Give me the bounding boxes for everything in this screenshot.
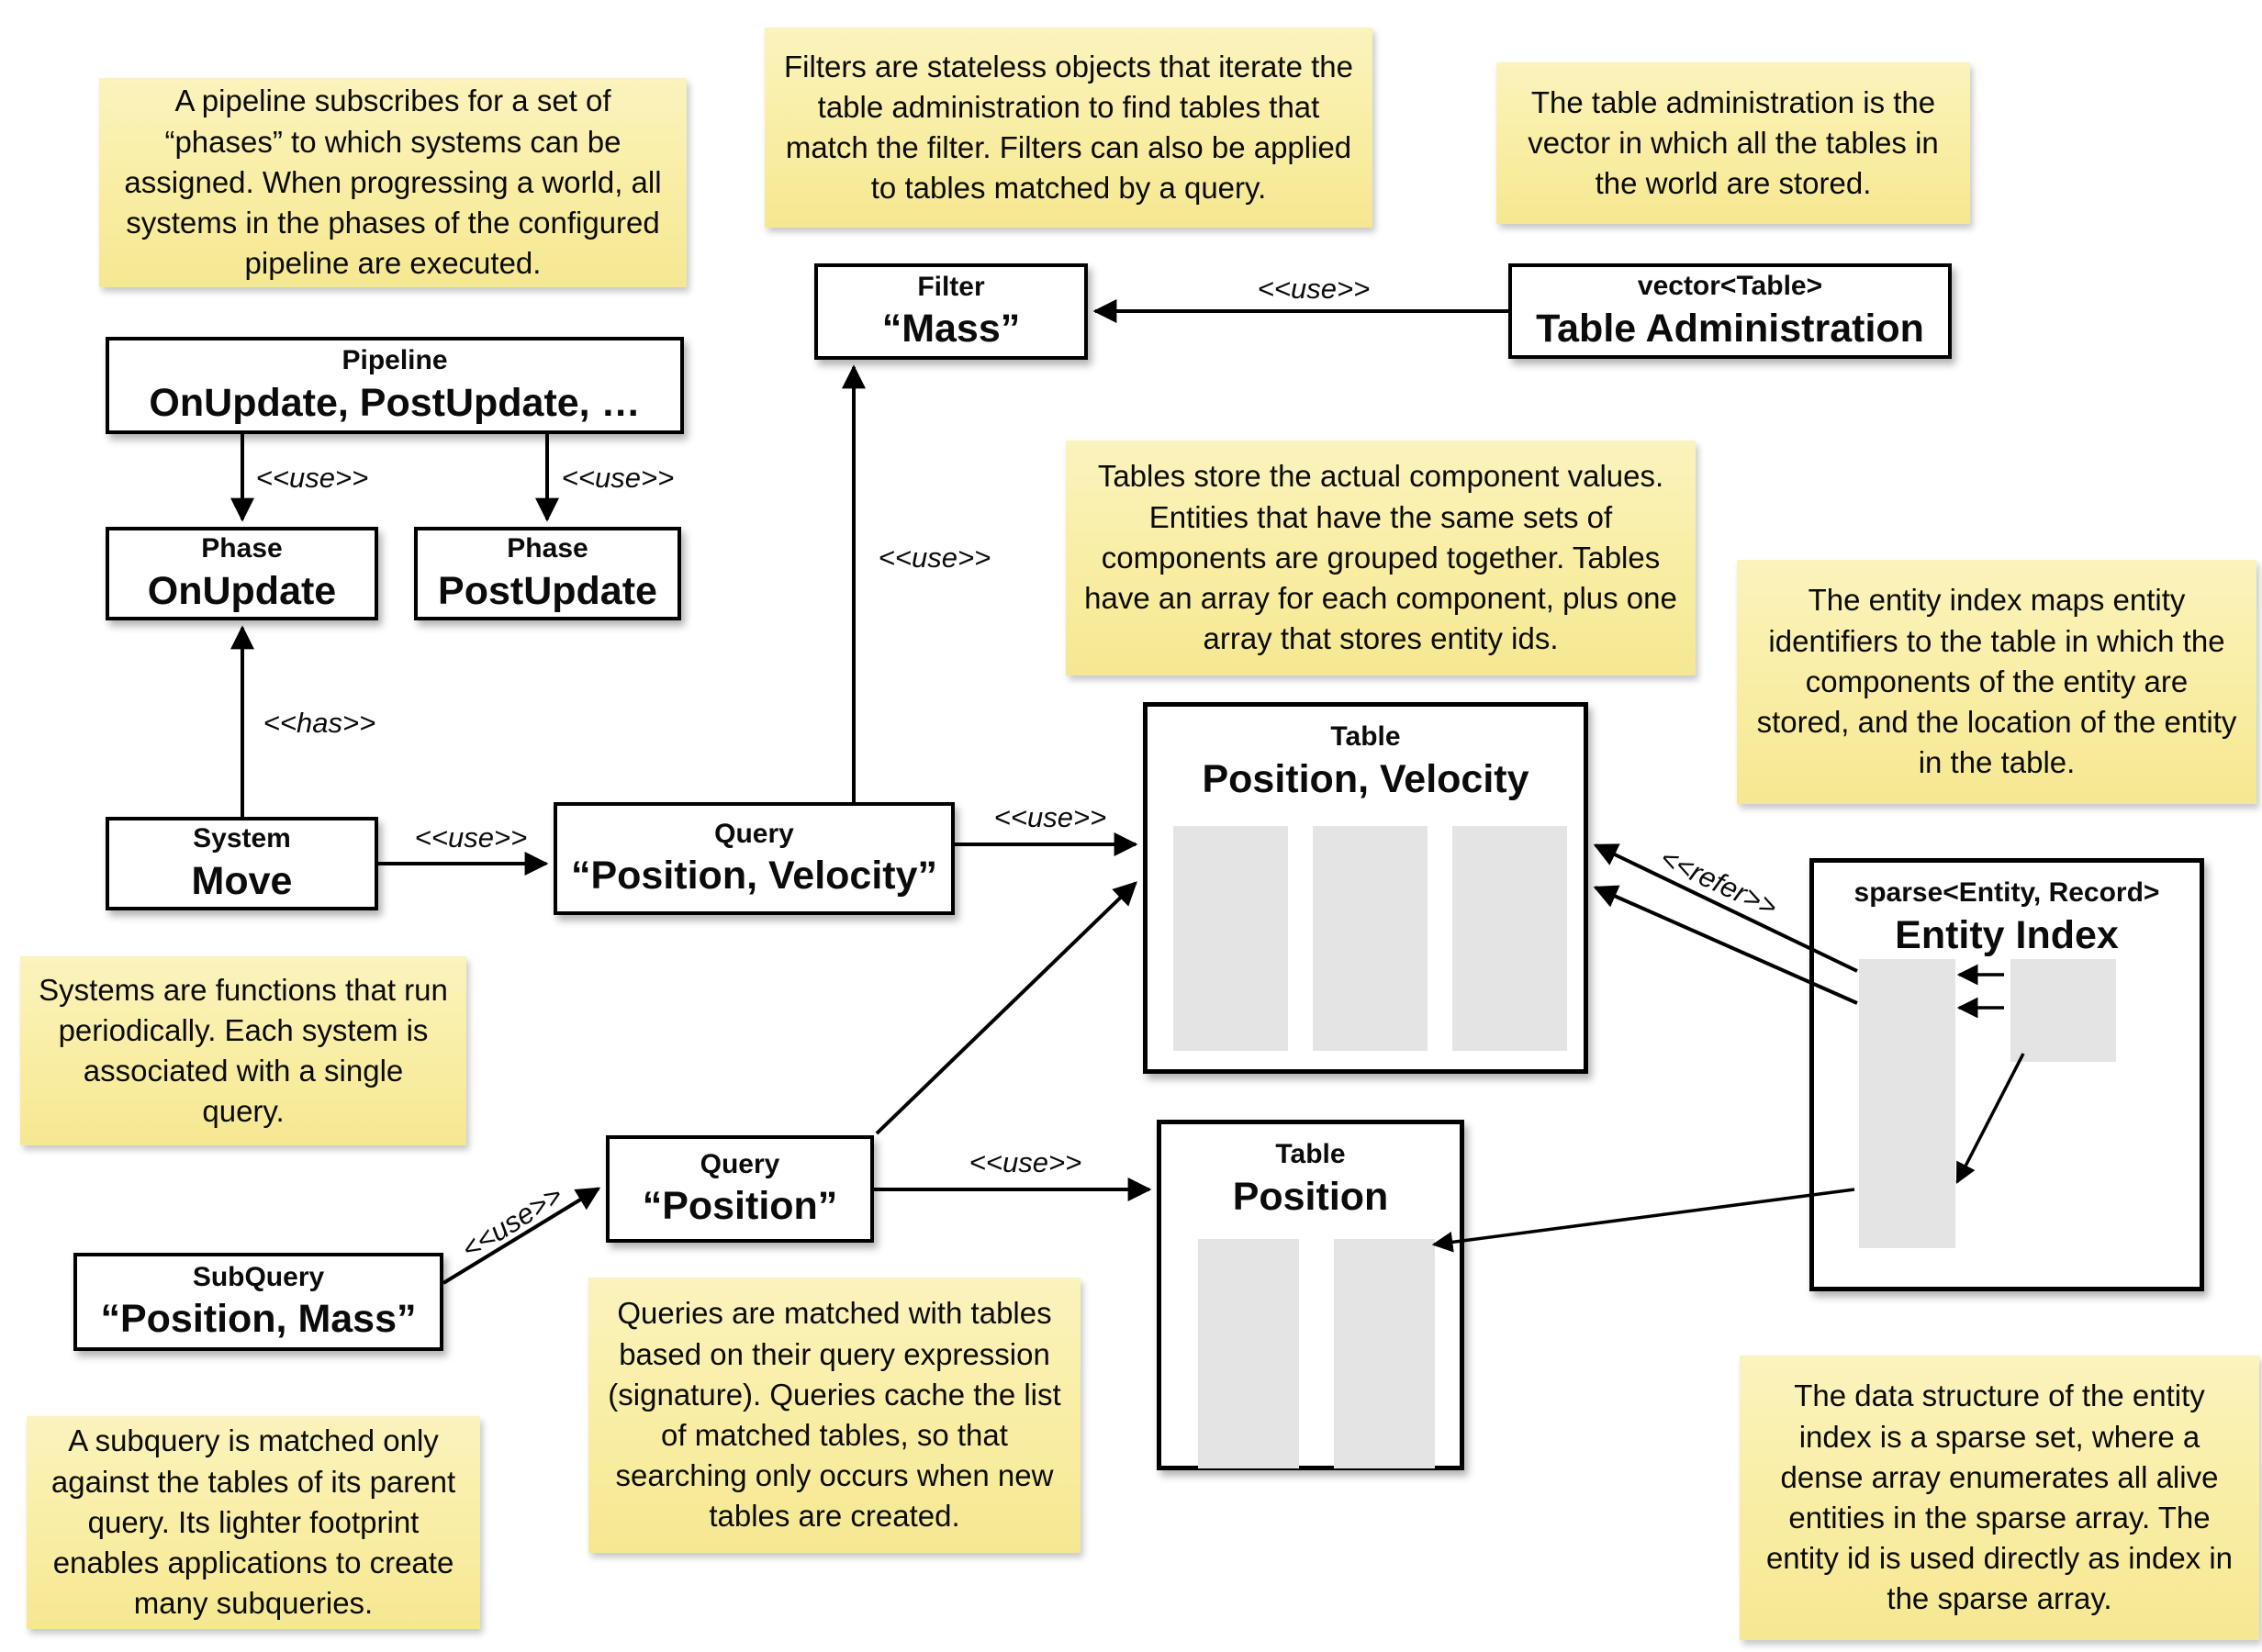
note-systems: Systems are functions that run periodica… (20, 956, 466, 1145)
refer-label-entityindex-tablepv: <<refer>> (1655, 841, 1783, 924)
pipeline-box: Pipeline OnUpdate, PostUpdate, … (106, 337, 684, 434)
use-label-querypv-tablepv: <<use>> (993, 801, 1107, 833)
phase-postupdate-box-value: PostUpdate (438, 568, 657, 613)
table-administration-box-title: vector<Table> (1637, 271, 1823, 302)
entity-index-box-value: Entity Index (1895, 912, 2119, 957)
subquery-box: SubQuery “Position, Mass” (73, 1253, 443, 1351)
query-position-box-value: “Position” (642, 1184, 838, 1229)
component-array (1198, 1239, 1299, 1468)
table-position-velocity-box-value: Position, Velocity (1202, 756, 1529, 801)
component-array (1313, 826, 1428, 1051)
component-array (1452, 826, 1567, 1051)
phase-onupdate-box-value: OnUpdate (147, 568, 337, 613)
sparse-array (1859, 959, 1955, 1248)
use-label-pipeline-onupdate: <<use>> (255, 462, 369, 494)
phase-postupdate-box-title: Phase (507, 533, 588, 564)
entity-index-box-title: sparse<Entity, Record> (1853, 877, 2160, 908)
subquery-box-title: SubQuery (192, 1261, 325, 1292)
note-sparse-set: The data structure of the entity index i… (1740, 1356, 2259, 1640)
phase-onupdate-box-title: Phase (201, 533, 283, 564)
table-position-box-title: Table (1275, 1139, 1346, 1169)
note-tables: Tables store the actual component values… (1066, 441, 1696, 675)
table-position-box-value: Position (1232, 1174, 1389, 1219)
table-position-box: Table Position (1157, 1120, 1464, 1470)
note-filters: Filters are stateless objects that itera… (765, 28, 1372, 228)
table-position-velocity-box-title: Table (1330, 721, 1401, 752)
table-administration-box-value: Table Administration (1536, 306, 1924, 351)
query-position-velocity-box-title: Query (714, 818, 794, 849)
note-table-administration: The table administration is the vector i… (1496, 62, 1970, 224)
use-label-pipeline-postupdate: <<use>> (561, 462, 675, 494)
query-position-velocity-box-value: “Position, Velocity” (570, 854, 938, 899)
note-queries: Queries are matched with tables based on… (588, 1278, 1081, 1553)
phase-postupdate-box: Phase PostUpdate (414, 527, 681, 620)
table-position-velocity-box: Table Position, Velocity (1143, 702, 1588, 1074)
note-pipeline: A pipeline subscribes for a set of “phas… (99, 78, 687, 287)
system-move-box: System Move (106, 817, 378, 910)
filter-mass-box-title: Filter (917, 271, 985, 302)
use-label-query-filter: <<use>> (878, 541, 991, 574)
arrow-queryposition-to-tablepv (875, 881, 1137, 1135)
use-label-subquery-query: <<use>> (455, 1178, 568, 1266)
pipeline-box-title: Pipeline (342, 345, 448, 376)
phase-onupdate-box: Phase OnUpdate (106, 527, 378, 620)
use-label-tableadmin-filter: <<use>> (1257, 273, 1371, 305)
component-array (1173, 826, 1288, 1051)
note-subquery: A subquery is matched only against the t… (27, 1416, 480, 1629)
component-array (1334, 1239, 1435, 1468)
query-position-velocity-box: Query “Position, Velocity” (554, 802, 955, 915)
use-label-queryposition-tableposition: <<use>> (969, 1146, 1082, 1178)
query-position-box-title: Query (700, 1148, 780, 1179)
query-position-box: Query “Position” (606, 1135, 874, 1243)
use-label-system-query: <<use>> (414, 821, 528, 854)
dense-array (2010, 959, 2116, 1062)
table-administration-box: vector<Table> Table Administration (1508, 263, 1952, 359)
filter-mass-box-value: “Mass” (881, 307, 1021, 352)
filter-mass-box: Filter “Mass” (814, 263, 1088, 360)
system-move-box-value: Move (191, 858, 293, 903)
subquery-box-value: “Position, Mass” (100, 1297, 417, 1342)
has-label-system-phase: <<has>> (263, 707, 376, 739)
arrow-entityindex-to-tableposition (1431, 1188, 1855, 1253)
entity-index-box: sparse<Entity, Record> Entity Index (1809, 858, 2204, 1291)
system-move-box-title: System (193, 823, 291, 854)
pipeline-box-value: OnUpdate, PostUpdate, … (149, 380, 641, 425)
note-entity-index: The entity index maps entity identifiers… (1737, 560, 2256, 804)
